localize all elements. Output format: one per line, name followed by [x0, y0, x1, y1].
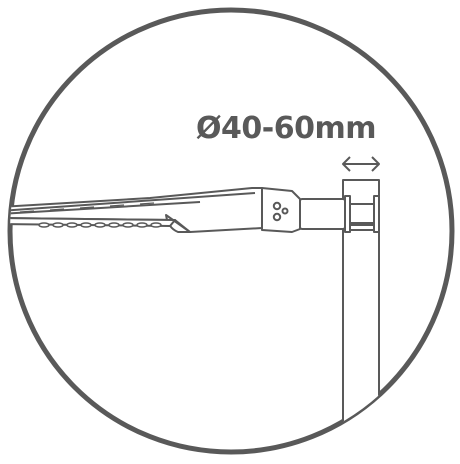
mounting-bracket: [299, 195, 380, 233]
led-lenses: [38, 222, 162, 228]
dimension-label: Ø40-60mm: [196, 111, 376, 146]
detail-circle-frame: [7, 7, 455, 455]
width-dimension-arrow: [342, 156, 380, 172]
heat-sink-fins: [19, 202, 155, 213]
